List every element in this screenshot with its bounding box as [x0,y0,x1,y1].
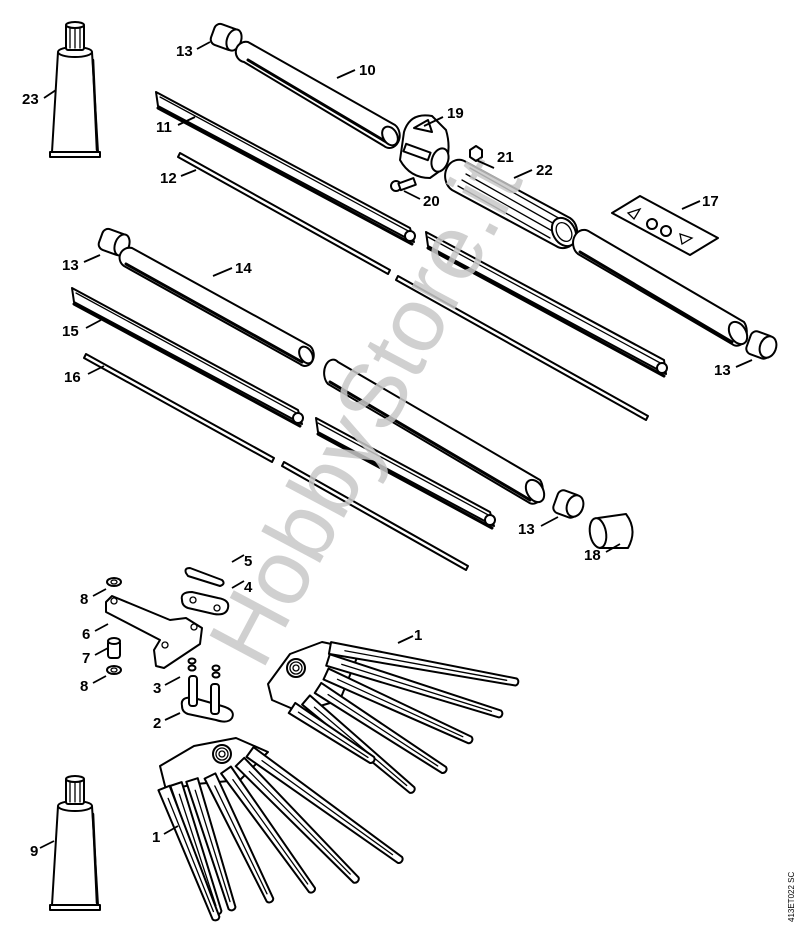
label-20: 20 [423,193,440,210]
label-6: 6 [82,626,90,643]
rake-upper-tine [327,641,520,687]
label-13-right: 13 [714,362,731,379]
rake-upper-tine-slot [336,678,464,738]
label-13-bottom: 13 [518,521,535,538]
label-16: 16 [64,369,81,386]
label-10: 10 [359,62,376,79]
label-5: 5 [244,553,252,570]
grease-tube-9 [49,775,101,911]
rake-lower-tine-slot [194,789,231,903]
label-19: 19 [447,105,464,122]
nut-21 [469,145,483,162]
label-1-lower: 1 [152,829,160,846]
label-14: 14 [235,260,252,277]
label-21: 21 [497,149,514,166]
hub-ring [289,661,303,675]
o-rings-3 [187,657,221,679]
lever-arm-6 [105,595,203,669]
rake-lower-tine-slot [178,793,217,907]
label-13-top: 13 [176,43,193,60]
cap-18 [588,513,634,549]
grip-handle-22 [444,158,579,250]
leader-lines [39,41,753,849]
tube-14 [118,246,315,367]
rake-lower-tine-slot [232,778,309,885]
rake-tine-plate-1-upper [267,641,520,794]
washer-8-upper [106,577,122,587]
screw-20 [390,177,417,192]
part-labels: 23 13 10 11 12 19 21 23 22 20 17 13 14 1… [22,43,731,860]
rake-tine-plate-1-lower [157,737,404,922]
label-18: 18 [584,547,601,564]
label-8-lower: 8 [80,678,88,695]
label-2: 2 [153,715,161,732]
rake-upper-tine-slot [313,706,408,787]
rake-lower-tine-slot [167,797,215,913]
label-9: 9 [30,843,38,860]
rake-lower-tine [185,777,237,912]
label-22-text: 22 [536,162,553,179]
link-plate-4 [180,591,230,616]
rake-upper-tine [325,653,504,719]
rail-11-lower-half [425,231,668,378]
label-12: 12 [160,170,177,187]
drive-rod-12 [177,152,649,421]
label-4: 4 [244,579,253,596]
drive-rod-16 [83,353,469,571]
tube-lower [323,358,546,505]
label-17: 17 [702,193,719,210]
grease-tube-23 [49,21,101,158]
sleeve-7 [107,637,121,659]
label-15: 15 [62,323,79,340]
handle-clamp-19 [399,114,450,179]
rail-11 [155,91,416,246]
rake-upper-tine-slot [341,663,493,712]
label-1-upper: 1 [414,627,422,644]
watermark: HobbyStore.it [190,141,542,681]
end-cap-13-bottom [552,489,585,519]
label-11: 11 [156,119,172,136]
washer-8-lower [106,665,122,675]
rail-15-lower-half [315,417,496,530]
tube-10 [234,40,401,149]
rake-upper-tine-slot [297,711,369,759]
rail-15 [71,287,304,428]
tube-right [572,228,749,347]
warning-decal-17 [611,195,719,256]
hub-ring [218,750,226,758]
rake-lower-tine-slot [214,785,268,895]
hub-ring [215,747,229,761]
label-7: 7 [82,650,90,667]
label-13-middle: 13 [62,257,79,274]
label-3: 3 [153,680,161,697]
spring-clip-5 [184,567,225,587]
pin-link-plate-2 [180,675,234,723]
rake-upper-tine-slot [344,650,508,681]
rake-lower-tine-slot [261,759,394,856]
label-8-upper: 8 [80,591,88,608]
rake-upper-tine-slot [327,693,439,767]
drawing-code: 413ET022 SC [787,872,796,922]
label-23: 23 [22,91,39,108]
end-cap-13-right [745,330,778,360]
hub-ring [292,664,300,672]
rake-lower-tine-slot [248,770,351,875]
